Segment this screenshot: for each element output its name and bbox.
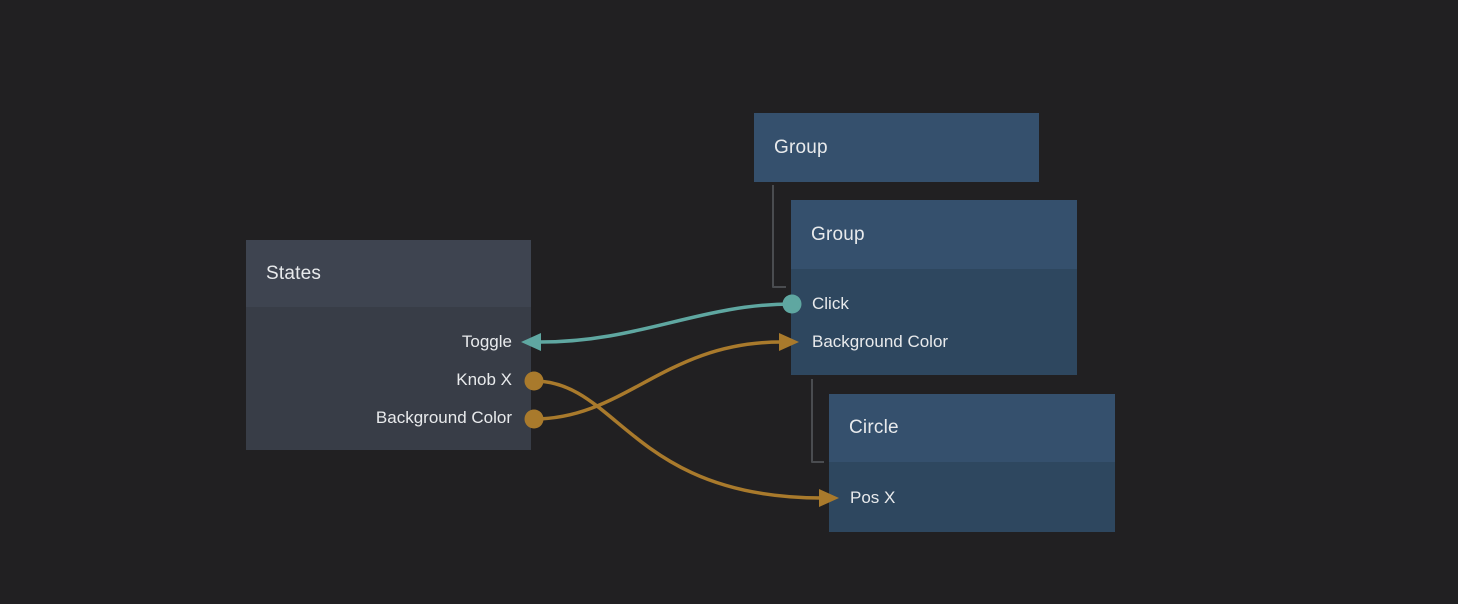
port-label: Click xyxy=(812,294,849,313)
wire-click-to-toggle[interactable] xyxy=(538,302,794,344)
tree-line-group-to-circle xyxy=(811,379,824,463)
port-label: Toggle xyxy=(461,332,512,351)
port-label: Background Color xyxy=(812,332,949,351)
tree-line-group-to-group xyxy=(772,185,786,288)
node-title: Group xyxy=(774,136,828,158)
node-states[interactable]: States Toggle Knob X Background Color xyxy=(246,240,531,450)
wire-backgroundcolor-to-backgroundcolor[interactable] xyxy=(532,340,783,421)
port-toggle[interactable]: Toggle xyxy=(246,323,531,361)
node-group-inner-body: Click Background Color xyxy=(791,269,1077,375)
node-states-header[interactable]: States xyxy=(246,240,531,307)
port-click[interactable]: Click xyxy=(791,285,1077,323)
node-group-inner-header[interactable]: Group xyxy=(791,200,1077,269)
node-group-inner[interactable]: Group Click Background Color xyxy=(791,200,1077,375)
port-background-color[interactable]: Background Color xyxy=(246,399,531,437)
port-label: Knob X xyxy=(456,370,512,389)
node-circle-header[interactable]: Circle xyxy=(829,394,1115,462)
port-pos-x[interactable]: Pos X xyxy=(829,479,1115,517)
node-group-outer-header[interactable]: Group xyxy=(754,113,1039,182)
node-title: Circle xyxy=(849,417,899,438)
node-title: Group xyxy=(811,223,865,245)
node-circle-body: Pos X xyxy=(829,462,1115,532)
port-knob-x[interactable]: Knob X xyxy=(246,361,531,399)
port-label: Background Color xyxy=(375,408,512,427)
port-label: Pos X xyxy=(850,488,896,507)
wire-knobx-to-posx[interactable] xyxy=(532,379,824,500)
node-circle[interactable]: Circle Pos X xyxy=(829,394,1115,532)
node-states-body: Toggle Knob X Background Color xyxy=(246,307,531,450)
node-group-outer[interactable]: Group xyxy=(754,113,1039,182)
node-title: States xyxy=(266,262,322,284)
port-background-color-target[interactable]: Background Color xyxy=(791,323,1077,361)
